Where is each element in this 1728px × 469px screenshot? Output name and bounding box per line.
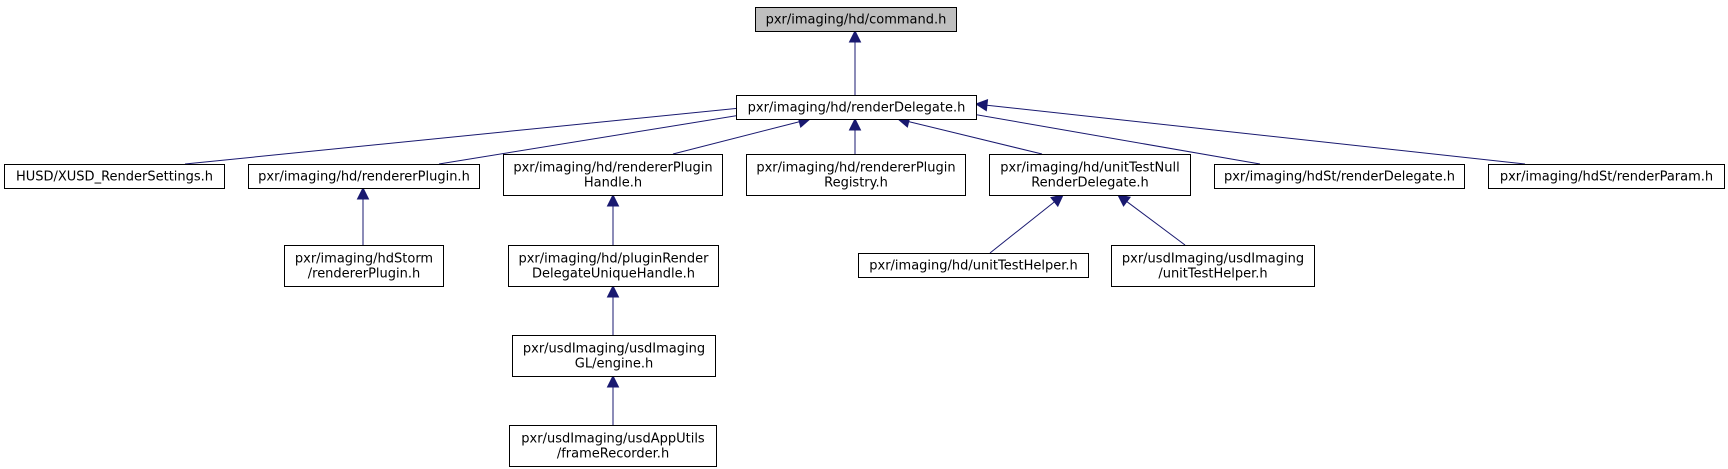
node-box: [746, 154, 966, 196]
edge-hdUnitTestHelper-to-unitTestNullRenderDelegate: [989, 194, 1064, 254]
node-label: HUSD/XUSD_RenderSettings.h: [16, 170, 213, 185]
node-label: pxr/imaging/hd/pluginRender: [518, 252, 709, 267]
arrowhead-icon: [1050, 194, 1064, 208]
node-hdStRenderParam[interactable]: pxr/imaging/hdSt/renderParam.h: [1488, 164, 1725, 189]
edge-usdImagingUnitTestHelper-to-unitTestNullRenderDelegate: [1117, 194, 1186, 246]
node-box: [858, 253, 1089, 278]
node-box: [755, 7, 957, 32]
nodes-layer: pxr/imaging/hd/command.h pxr/imaging/hd/r…: [4, 7, 1725, 467]
node-label: Handle.h: [584, 176, 642, 191]
node-label: pxr/imaging/hd/unitTestHelper.h: [869, 259, 1077, 274]
arrowhead-icon: [1117, 194, 1131, 207]
node-label: pxr/imaging/hd/unitTestNull: [1000, 161, 1180, 176]
node-hdStRenderDelegate[interactable]: pxr/imaging/hdSt/renderDelegate.h: [1214, 164, 1465, 189]
edge-hdStormRendererPlugin-to-rendererPlugin: [356, 186, 370, 245]
edge-rendererPluginHandle-to-renderDelegate: [672, 115, 812, 155]
node-box: [1214, 164, 1465, 189]
edge-line: [1126, 201, 1186, 246]
node-pluginRenderDelegateUniqueHandle[interactable]: pxr/imaging/hd/pluginRenderDelegateUniqu…: [508, 245, 719, 287]
edge-line: [438, 108, 780, 165]
node-box: [1111, 245, 1315, 287]
node-label: pxr/usdImaging/usdImaging: [523, 342, 705, 357]
node-hdUnitTestHelper[interactable]: pxr/imaging/hd/unitTestHelper.h: [858, 253, 1089, 278]
edge-pluginRenderDelegateUniqueHandle-to-rendererPluginHandle: [606, 193, 620, 245]
arrowhead-icon: [606, 374, 620, 388]
edge-hdStRenderParam-to-renderDelegate: [974, 98, 1526, 165]
node-box: [4, 164, 225, 189]
node-label: pxr/imaging/hd/rendererPlugin: [513, 161, 712, 176]
node-label: pxr/usdImaging/usdImaging: [1122, 252, 1304, 267]
edge-line: [989, 201, 1055, 254]
node-renderDelegate[interactable]: pxr/imaging/hd/renderDelegate.h: [736, 95, 977, 120]
arrowhead-icon: [606, 193, 620, 207]
node-hdStormRendererPlugin[interactable]: pxr/imaging/hdStorm/rendererPlugin.h: [284, 245, 444, 287]
node-box: [284, 245, 444, 287]
node-usdImagingUnitTestHelper[interactable]: pxr/usdImaging/usdImaging/unitTestHelper…: [1111, 245, 1315, 287]
arrowhead-icon: [848, 29, 862, 43]
edge-line: [936, 107, 1261, 165]
node-label: pxr/imaging/hdSt/renderDelegate.h: [1224, 170, 1455, 185]
node-frameRecorder[interactable]: pxr/usdImaging/usdAppUtils/frameRecorder…: [509, 425, 717, 467]
node-label: pxr/usdImaging/usdAppUtils: [521, 432, 705, 447]
edge-usdImagingGLEngine-to-pluginRenderDelegateUniqueHandle: [606, 284, 620, 335]
edge-line: [184, 104, 770, 165]
edge-line: [908, 121, 1043, 155]
node-box: [1488, 164, 1725, 189]
arrowhead-icon: [356, 186, 370, 200]
node-box: [512, 335, 716, 377]
node-label: DelegateUniqueHandle.h: [532, 267, 695, 282]
node-box: [508, 245, 719, 287]
node-label: pxr/imaging/hd/command.h: [766, 13, 947, 28]
node-label: pxr/imaging/hd/rendererPlugin.h: [258, 170, 470, 185]
edge-line: [672, 121, 800, 155]
node-label: pxr/imaging/hd/rendererPlugin: [756, 161, 955, 176]
node-label: pxr/imaging/hdSt/renderParam.h: [1500, 170, 1713, 185]
node-box: [503, 154, 723, 196]
node-box: [509, 425, 717, 467]
node-box: [736, 95, 977, 120]
node-label: GL/engine.h: [575, 357, 653, 372]
node-label: RenderDelegate.h: [1031, 176, 1149, 191]
node-box: [248, 164, 480, 189]
node-rendererPlugin[interactable]: pxr/imaging/hd/rendererPlugin.h: [248, 164, 480, 189]
edge-renderDelegate-to-command: [848, 29, 862, 95]
node-unitTestNullRenderDelegate[interactable]: pxr/imaging/hd/unitTestNullRenderDelegat…: [989, 154, 1191, 196]
node-label: /rendererPlugin.h: [308, 267, 421, 282]
node-label: /frameRecorder.h: [557, 447, 669, 462]
edges-layer: [184, 29, 1526, 425]
node-box: [989, 154, 1191, 196]
arrowhead-icon: [606, 284, 620, 298]
node-label: pxr/imaging/hd/renderDelegate.h: [748, 101, 966, 116]
edge-line: [986, 104, 1526, 165]
edge-frameRecorder-to-usdImagingGLEngine: [606, 374, 620, 425]
arrowhead-icon: [848, 117, 862, 131]
node-xusdRenderSettings[interactable]: HUSD/XUSD_RenderSettings.h: [4, 164, 225, 189]
node-label: Registry.h: [824, 176, 888, 191]
node-label: pxr/imaging/hdStorm: [295, 252, 433, 267]
node-label: /unitTestHelper.h: [1158, 267, 1267, 282]
arrowhead-icon: [974, 98, 989, 112]
node-command[interactable]: pxr/imaging/hd/command.h: [755, 7, 957, 32]
edge-rendererPluginRegistry-to-renderDelegate: [848, 117, 862, 154]
